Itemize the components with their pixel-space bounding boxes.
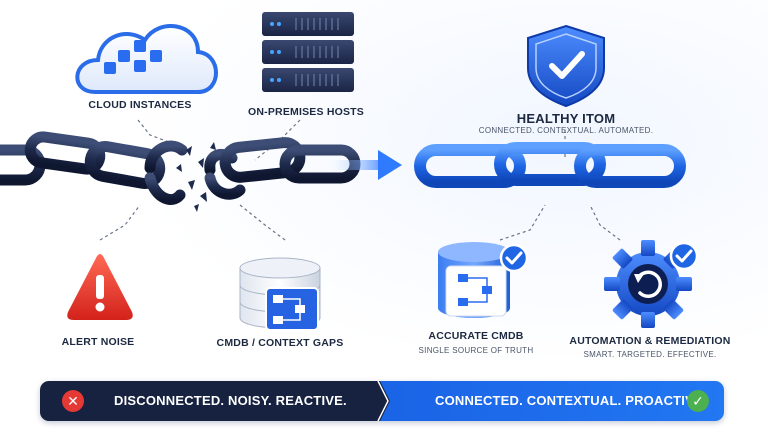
accurate-cmdb-subtitle: SINGLE SOURCE OF TRUTH xyxy=(418,346,534,355)
status-banner: CONNECTED. CONTEXTUAL. PROACTIVE. ✓ ✕ DI… xyxy=(40,381,724,421)
cmdb-context-gaps-label: CMDB / CONTEXT GAPS xyxy=(216,337,344,349)
chain-link-blue xyxy=(494,142,606,186)
transition-arrow xyxy=(330,150,402,180)
accurate-cmdb-icon xyxy=(438,242,529,318)
banner-left-panel xyxy=(40,381,390,421)
chain-link-dark xyxy=(24,131,106,175)
automation-remediation-label: AUTOMATION & REMEDIATION xyxy=(569,335,731,347)
alert-noise-label: ALERT NOISE xyxy=(61,336,135,348)
connector-hosts xyxy=(254,119,301,161)
on-premises-hosts-label: ON-PREMISES HOSTS xyxy=(248,106,364,118)
flowchart-panel-icon xyxy=(265,287,319,331)
connector-alert xyxy=(99,204,141,241)
shield-check-icon xyxy=(527,24,605,108)
check-icon: ✓ xyxy=(687,390,709,412)
x-icon: ✕ xyxy=(62,390,84,412)
chain-link-dark-broken xyxy=(144,172,186,205)
chain-link-blue xyxy=(414,144,526,188)
cloud-icon xyxy=(75,24,218,94)
chain-link-dark-broken xyxy=(144,140,188,174)
banner-right-text: CONNECTED. CONTEXTUAL. PROACTIVE. xyxy=(435,393,707,408)
chain-link-dark xyxy=(84,141,166,189)
alert-icon xyxy=(67,254,133,320)
healthy-itom-title: HEALTHY ITOM xyxy=(516,111,616,126)
automation-remediation-subtitle: SMART. TARGETED. EFFECTIVE. xyxy=(583,350,717,359)
automation-gear-icon xyxy=(604,240,699,328)
accurate-cmdb-label: ACCURATE CMDB xyxy=(428,330,524,342)
healthy-chain xyxy=(400,142,768,188)
healthy-itom-subtitle: CONNECTED. CONTEXTUAL. AUTOMATED. xyxy=(478,126,654,135)
chain-link-dark xyxy=(219,137,306,183)
chain-link-dark-broken xyxy=(204,172,246,200)
chain-fragments xyxy=(176,142,216,212)
server-rack-icon xyxy=(262,12,354,92)
cloud-instances-label: CLOUD INSTANCES xyxy=(88,99,192,111)
connector-automation xyxy=(589,204,621,241)
broken-chain xyxy=(0,131,385,205)
connector-accurate-cmdb xyxy=(499,204,546,241)
banner-left-text: DISCONNECTED. NOISY. REACTIVE. xyxy=(114,393,347,408)
connector-cmdb xyxy=(239,204,286,241)
banner-right-panel: CONNECTED. CONTEXTUAL. PROACTIVE. ✓ xyxy=(375,381,724,421)
